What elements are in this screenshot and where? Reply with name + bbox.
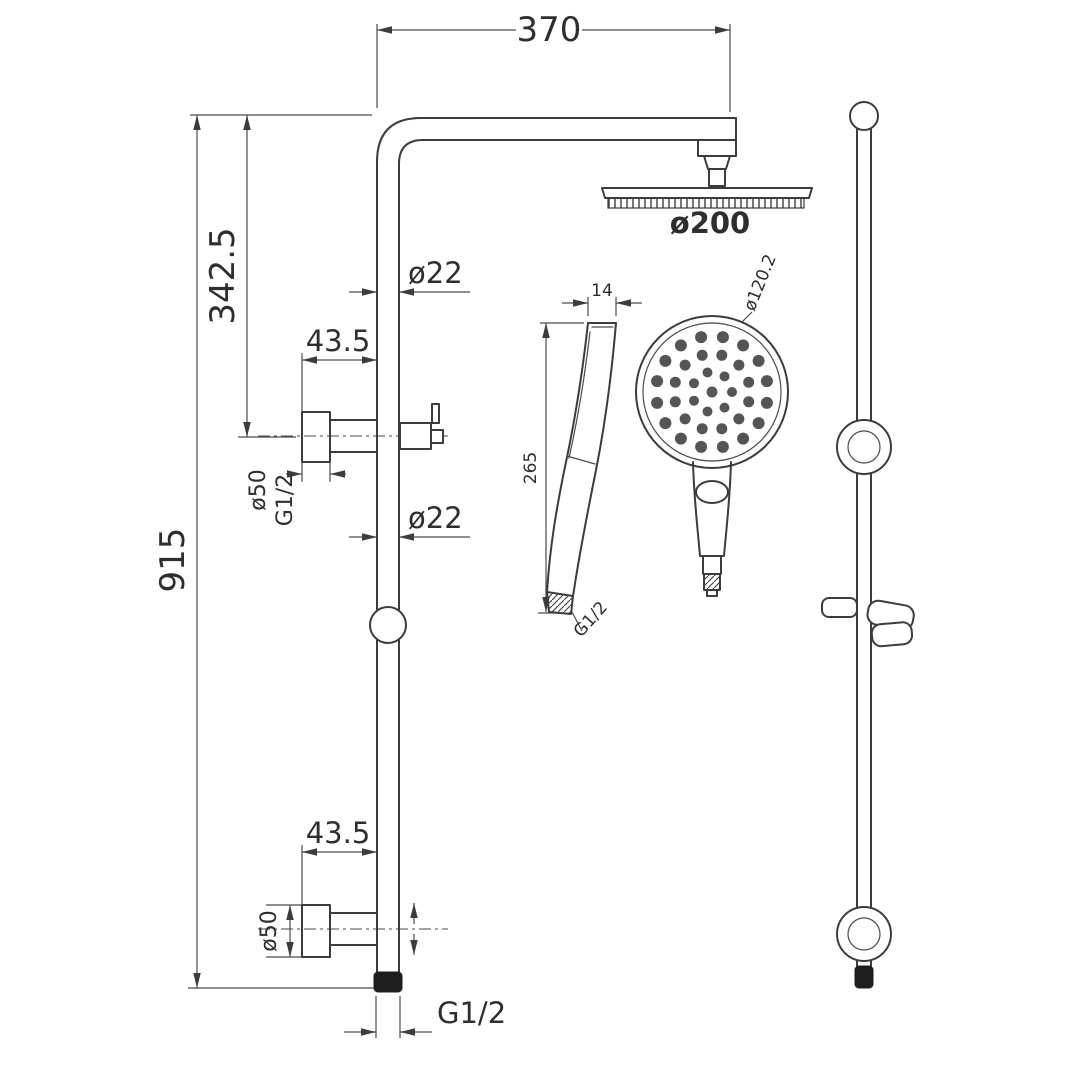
dim-bracket-diameter-lower-label: ø50 xyxy=(257,910,282,951)
dim-bracket-diameter-upper-label: ø50 xyxy=(246,469,271,510)
upper-mount-outer xyxy=(836,419,892,475)
upper-wall-bracket xyxy=(301,403,444,463)
extension-lines xyxy=(188,24,753,1038)
dim-pipe-diameter-lower-label: ø22 xyxy=(408,501,463,535)
dim-head-diameter-label: ø200 xyxy=(670,206,750,240)
rail-top-cap xyxy=(849,101,879,131)
dim-handshower-width-label: 14 xyxy=(591,281,613,301)
slider-knob xyxy=(821,597,858,618)
dimension-lines xyxy=(193,26,730,1036)
nozzle-band xyxy=(607,197,805,209)
dim-handshower-face-diameter-label: ø120.2 xyxy=(740,252,781,314)
hand-shower-face-view xyxy=(635,315,789,597)
lower-mount-outer xyxy=(836,906,892,962)
handle-thread xyxy=(703,573,721,591)
dim-bracket-thread-upper-label: G1/2 xyxy=(273,474,298,526)
dim-handshower-length-label: 265 xyxy=(521,452,541,484)
slide-rail-bottom-cap xyxy=(854,965,874,989)
lower-mount-inner xyxy=(847,917,881,951)
hand-shower-handle xyxy=(692,461,732,597)
dim-bracket-offset-lower-label: 43.5 xyxy=(306,816,371,850)
rail-bottom-cap xyxy=(373,971,403,993)
upper-clamp-knob xyxy=(399,422,432,450)
upper-mount-inner xyxy=(847,430,881,464)
hand-shower-thread-tip xyxy=(546,591,574,615)
dim-outlet-thread-label: G1/2 xyxy=(437,996,506,1030)
mode-button xyxy=(695,480,729,504)
slide-rail-side-view xyxy=(821,101,915,989)
rail-outer-edge xyxy=(376,117,737,973)
diverter-knob xyxy=(369,606,407,644)
handset-holder-lower xyxy=(870,621,914,648)
nozzle-pattern xyxy=(651,331,773,453)
hand-shower-side-view xyxy=(546,322,617,615)
rail-inner-edge xyxy=(398,139,737,973)
dim-total-height-label: 915 xyxy=(153,528,193,593)
dim-arm-width-label: 370 xyxy=(517,10,582,50)
lower-wall-bracket xyxy=(301,904,378,958)
shower-head-side-view xyxy=(601,187,813,209)
dim-bracket-offset-upper-label: 43.5 xyxy=(306,324,371,358)
dim-handshower-thread-label: G1/2 xyxy=(570,598,612,642)
dim-pipe-diameter-upper-label: ø22 xyxy=(408,256,463,290)
dim-top-to-upper-bracket-label: 342.5 xyxy=(203,227,243,324)
head-connector xyxy=(697,139,737,187)
lower-flange xyxy=(301,904,331,958)
upper-flange xyxy=(301,411,331,463)
shower-rail-assembly xyxy=(376,117,737,973)
